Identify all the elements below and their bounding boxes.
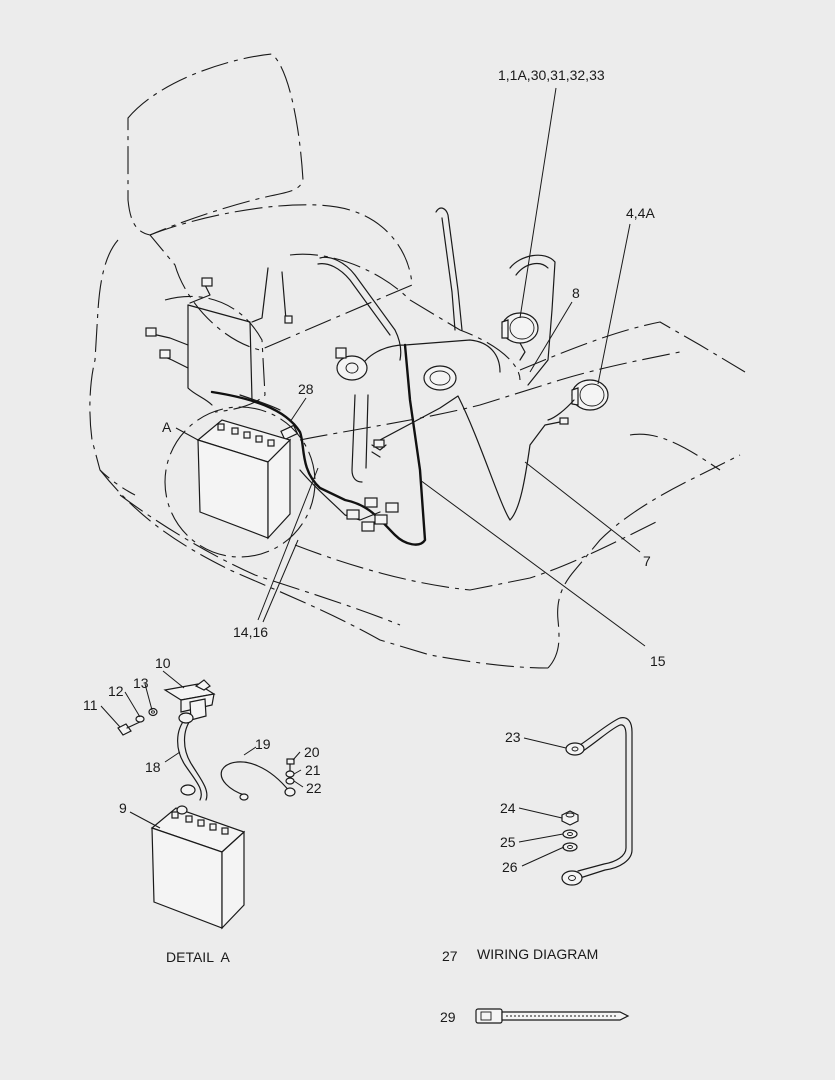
callout-28: 28 — [298, 381, 314, 397]
callout-4-4a: 4,4A — [626, 205, 655, 221]
callout-18: 18 — [145, 759, 161, 775]
floor-outline — [299, 351, 681, 441]
callout-23: 23 — [505, 729, 521, 745]
control-levers — [317, 207, 556, 483]
ground-strap-group — [518, 717, 633, 886]
callout-24: 24 — [500, 800, 516, 816]
callout-11: 11 — [83, 697, 98, 713]
callout-25: 25 — [500, 834, 516, 850]
callout-15: 15 — [650, 653, 666, 669]
battery-main-view — [164, 406, 316, 558]
wiring-harness — [145, 267, 569, 546]
floor-lower-outline — [294, 519, 661, 591]
callout-a: A — [162, 419, 172, 435]
callout-labels: 1,1A,30,31,32,33 4,4A 8 28 A 7 14,16 15 … — [83, 67, 666, 1025]
callout-26: 26 — [502, 859, 518, 875]
tank-outline — [289, 253, 521, 381]
callout-29: 29 — [440, 1009, 456, 1025]
right-fender-outline — [629, 433, 721, 471]
leader-lines-main — [175, 87, 646, 647]
callout-12: 12 — [108, 683, 124, 699]
seat-back-outline — [127, 53, 304, 236]
callout-14-16: 14,16 — [233, 624, 268, 640]
detail-a-group — [100, 670, 304, 930]
left-housing-outline — [164, 295, 266, 413]
callout-13: 13 — [133, 675, 149, 691]
caption-wiring-diagram: WIRING DIAGRAM — [477, 946, 598, 962]
main-harness-wire — [210, 343, 427, 546]
callout-27: 27 — [442, 948, 458, 964]
callout-22: 22 — [306, 780, 322, 796]
work-lights — [501, 312, 609, 421]
callout-8: 8 — [572, 285, 580, 301]
callout-19: 19 — [255, 736, 271, 752]
right-frame-outline — [519, 321, 746, 373]
front-frame-outline — [547, 454, 741, 669]
detail-a-circle — [164, 406, 316, 558]
caption-detail-a: DETAIL A — [166, 949, 230, 965]
callout-7: 7 — [643, 553, 651, 569]
callout-9: 9 — [119, 800, 127, 816]
callout-1-1a-30-31-32-33: 1,1A,30,31,32,33 — [498, 67, 605, 83]
callout-10: 10 — [155, 655, 171, 671]
seat-side-outline — [89, 239, 136, 496]
rear-lower-outline — [119, 494, 401, 626]
callout-20: 20 — [304, 744, 320, 760]
left-fender-outline — [99, 469, 549, 669]
cable-tie-29 — [475, 1008, 630, 1024]
seat-cushion-outline — [149, 204, 413, 351]
callout-21: 21 — [305, 762, 321, 778]
